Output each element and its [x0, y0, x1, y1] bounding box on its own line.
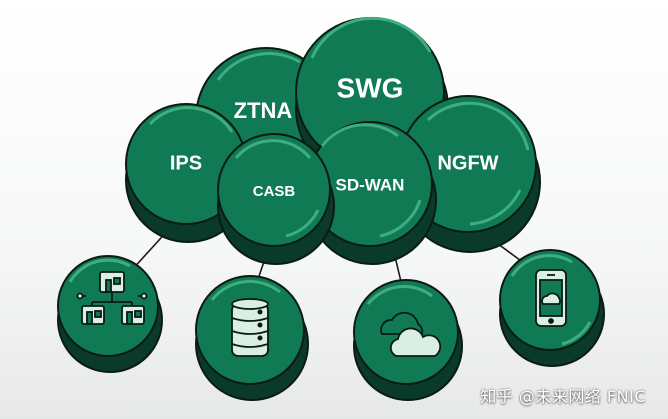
swg-label: SWG [337, 72, 404, 103]
endpoint-branch [57, 255, 163, 373]
ngfw-label: NGFW [437, 152, 498, 174]
sdwan-label: SD-WAN [336, 175, 405, 194]
branch-network-icon [76, 271, 148, 325]
database-icon [231, 298, 269, 357]
cloud-cluster: ZTNA SWG NGFW IPS [125, 16, 541, 265]
mobile-cloud-icon [535, 269, 567, 327]
cloud-icon [380, 311, 442, 357]
casb-label: CASB [253, 183, 296, 200]
endpoint-database [195, 275, 309, 401]
bubble-sdwan: SD-WAN [307, 121, 437, 265]
watermark: 知乎 @未来网络 FNIC [480, 387, 646, 406]
bubble-casb: CASB [217, 133, 335, 265]
endpoint-mobile [499, 249, 605, 367]
endpoint-cloud [353, 279, 463, 401]
ztna-label: ZTNA [234, 98, 293, 123]
ips-label: IPS [170, 152, 202, 174]
